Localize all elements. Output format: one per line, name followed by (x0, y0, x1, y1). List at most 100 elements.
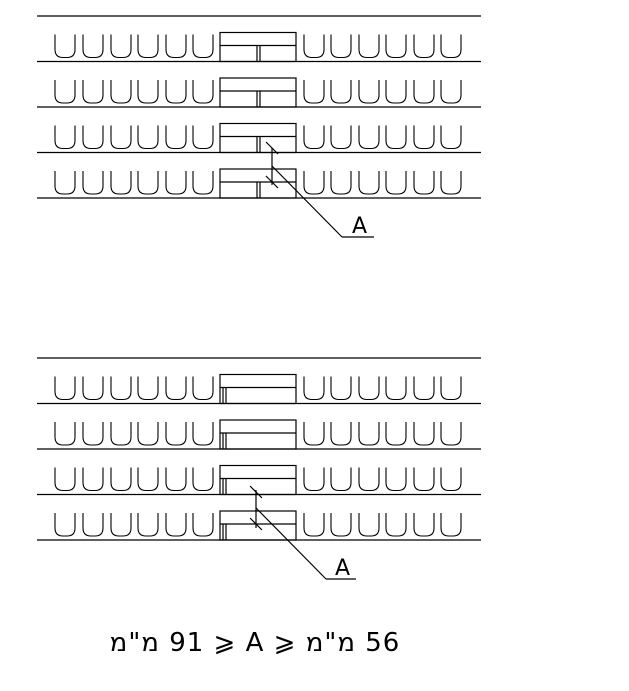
seat-icon (54, 171, 76, 195)
seat-icon (110, 422, 132, 446)
seat-icon (303, 80, 325, 104)
seat-icon (303, 422, 325, 446)
seat-icon (192, 125, 214, 150)
seat-icon (440, 125, 462, 150)
dimension-tick (265, 141, 279, 155)
seat-icon (82, 376, 104, 401)
seat-icon (440, 80, 462, 104)
seat-icon (165, 467, 187, 492)
seat-icon (440, 376, 462, 401)
seat-icon (385, 34, 407, 59)
seat-icon (440, 171, 462, 195)
aisle-step-box (219, 31, 297, 63)
seat-icon (110, 34, 132, 59)
seat-icon (385, 376, 407, 401)
seat-icon (192, 80, 214, 104)
seat-icon (330, 125, 352, 150)
dimension-tick (249, 485, 263, 499)
seat-icon (413, 125, 435, 150)
seat-icon (303, 34, 325, 59)
seat-icon (110, 467, 132, 492)
seat-row (37, 510, 481, 541)
seat-icon (413, 422, 435, 446)
seat-icon (385, 125, 407, 150)
seat-icon (330, 422, 352, 446)
seat-icon (137, 467, 159, 492)
seat-icon (330, 376, 352, 401)
seat-icon (82, 125, 104, 150)
seat-icon (137, 513, 159, 537)
seat-icon (54, 125, 76, 150)
dimension-label: A (352, 214, 367, 239)
dimension-tick (265, 175, 279, 189)
seat-icon (440, 422, 462, 446)
seat-icon (165, 80, 187, 104)
seat-icon (358, 171, 380, 195)
seat-icon (440, 34, 462, 59)
seat-icon (413, 376, 435, 401)
seat-icon (413, 34, 435, 59)
seat-icon (358, 376, 380, 401)
dimension-label: A (335, 556, 350, 581)
aisle-step-box (219, 77, 297, 108)
seat-icon (330, 513, 352, 537)
seat-icon (137, 80, 159, 104)
dimension-tick (249, 517, 263, 531)
seat-icon (137, 171, 159, 195)
seating-rows (37, 357, 481, 541)
seat-icon (82, 513, 104, 537)
seat-icon (358, 422, 380, 446)
seat-icon (82, 171, 104, 195)
seat-row (37, 31, 481, 63)
seat-icon (358, 513, 380, 537)
seat-icon (137, 422, 159, 446)
seat-icon (110, 513, 132, 537)
seat-icon (192, 513, 214, 537)
seat-icon (54, 34, 76, 59)
seat-icon (413, 171, 435, 195)
aisle-step-box (219, 419, 297, 450)
leader-line (271, 165, 343, 238)
seat-icon (385, 513, 407, 537)
aisle-width-formula: מ"מ 91 ⩾ A ⩾ מ"מ 56 (110, 628, 401, 658)
seat-icon (165, 513, 187, 537)
seat-icon (110, 376, 132, 401)
seat-icon (192, 376, 214, 401)
seat-row (37, 168, 481, 199)
seating-rows (37, 15, 481, 199)
seat-icon (385, 171, 407, 195)
seat-row (37, 122, 481, 154)
seat-icon (54, 467, 76, 492)
seat-icon (303, 376, 325, 401)
aisle-step-box (219, 122, 297, 154)
seat-icon (413, 513, 435, 537)
seat-icon (385, 467, 407, 492)
seat-row (37, 419, 481, 450)
seat-icon (110, 125, 132, 150)
seating-diagram-top: A (37, 15, 481, 239)
seat-icon (385, 422, 407, 446)
seat-icon (192, 34, 214, 59)
seat-icon (165, 422, 187, 446)
seat-icon (54, 513, 76, 537)
seat-icon (440, 467, 462, 492)
seat-icon (358, 467, 380, 492)
seat-icon (82, 80, 104, 104)
seat-icon (137, 125, 159, 150)
seat-icon (330, 467, 352, 492)
seat-icon (440, 513, 462, 537)
leader-line (255, 507, 327, 580)
seat-icon (303, 513, 325, 537)
aisle-step-box (219, 464, 297, 496)
seat-icon (413, 80, 435, 104)
seat-icon (82, 422, 104, 446)
seat-icon (137, 34, 159, 59)
seat-row (37, 373, 481, 405)
seat-icon (303, 467, 325, 492)
seat-icon (303, 125, 325, 150)
aisle-width-dimension: A (265, 141, 374, 239)
seat-icon (165, 125, 187, 150)
seat-icon (110, 171, 132, 195)
